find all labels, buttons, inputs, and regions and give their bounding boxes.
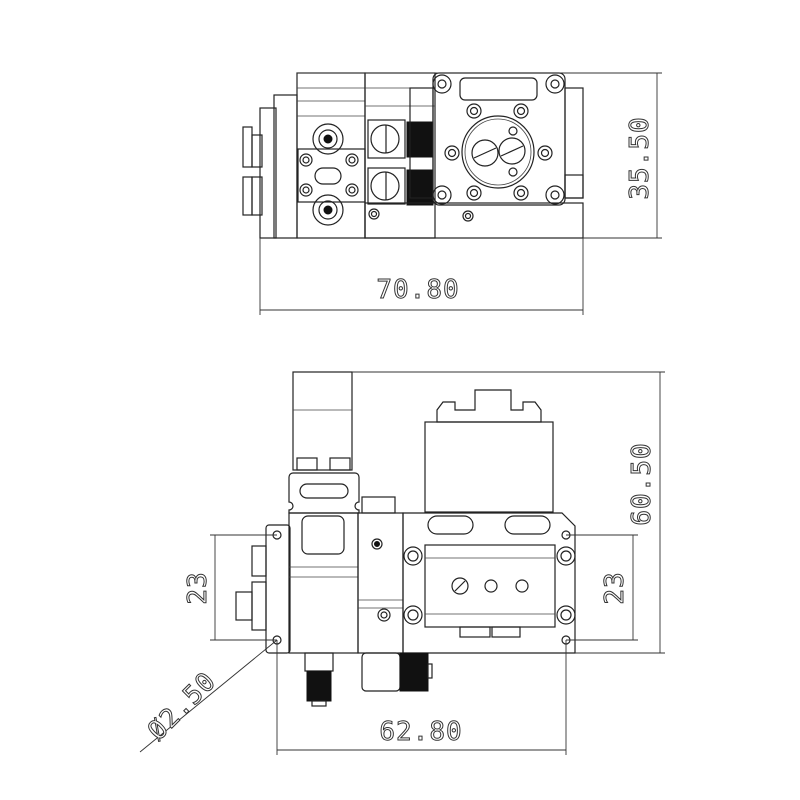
top-view <box>242 72 584 239</box>
width-dimension-label: 70.80 <box>376 275 459 305</box>
hole-span-dimension-label: 62.80 <box>379 717 462 747</box>
right-hole-spacing-label: 23 <box>600 571 630 604</box>
top-view-dimensions: 70.80 35.50 <box>259 72 662 315</box>
height-dimension-label: 35.50 <box>625 116 655 199</box>
overall-height-dimension-label: 60.50 <box>627 442 657 525</box>
hole-diameter-leader <box>139 639 278 753</box>
hole-diameter-label: Ø2.50 <box>142 666 222 746</box>
front-view <box>235 371 576 707</box>
left-hole-spacing-label: 23 <box>183 571 213 604</box>
